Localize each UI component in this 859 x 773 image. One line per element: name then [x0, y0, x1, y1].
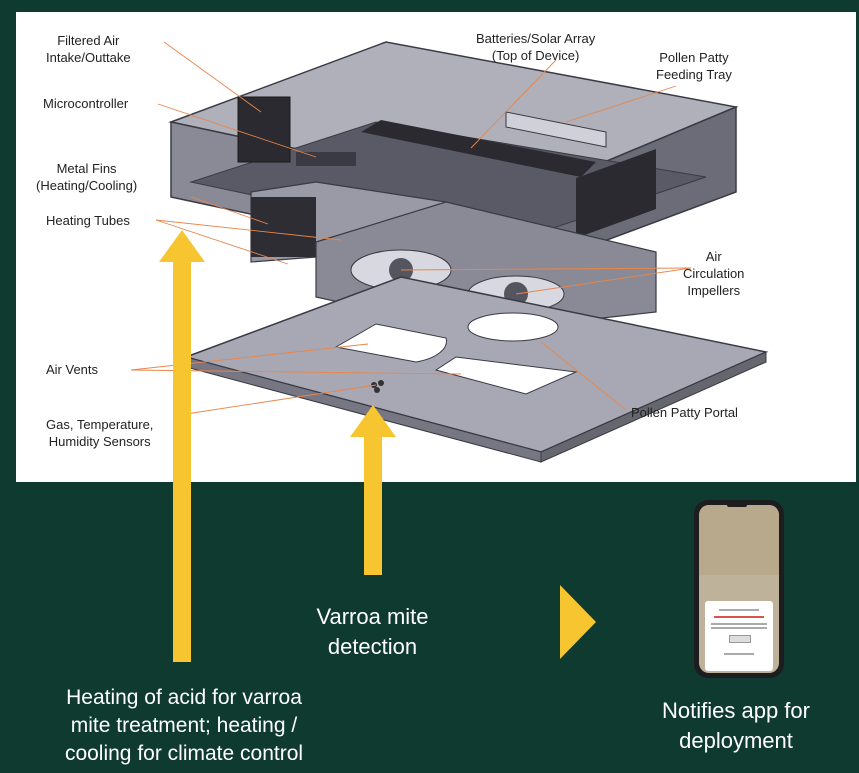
label-heating-tubes: Heating Tubes [46, 213, 130, 228]
phone-screen [699, 505, 779, 673]
detection-arrow-icon [350, 405, 396, 575]
leader-lines [130, 41, 692, 415]
label-microcontroller: Microcontroller [43, 96, 129, 111]
play-arrow-icon [560, 585, 596, 659]
label-batteries: Batteries/Solar Array(Top of Device) [476, 31, 596, 63]
pollen-portal-hole [467, 312, 559, 342]
filter-mesh-left [237, 96, 291, 163]
sensor-3 [374, 387, 380, 393]
heating-arrow-icon [159, 230, 205, 662]
bottom-plate-edge-right [540, 351, 767, 463]
microcontroller-board [296, 152, 356, 166]
phone-notification-card [705, 601, 773, 671]
label-metal-fins: Metal Fins(Heating/Cooling) [36, 161, 138, 193]
solar-mesh-strip [361, 120, 596, 177]
phone-mockup [694, 500, 784, 678]
device-drawing [130, 41, 769, 463]
label-air-vents: Air Vents [46, 362, 99, 377]
air-vent-2 [434, 356, 578, 395]
filter-mesh-right [576, 149, 656, 239]
sensor-2 [378, 380, 384, 386]
pollen-tray-slot [505, 111, 607, 148]
metal-fins [251, 197, 316, 257]
air-vent-1 [334, 323, 447, 363]
label-sensors: Gas, Temperature,Humidity Sensors [46, 417, 154, 449]
label-pollen-portal: Pollen Patty Portal [631, 405, 738, 420]
